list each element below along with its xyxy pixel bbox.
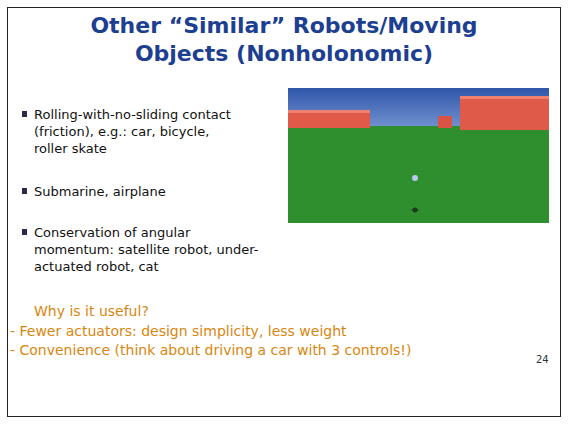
simulation-screenshot: [288, 88, 549, 223]
slide-title: Other “Similar” Robots/Moving Objects (N…: [54, 12, 514, 68]
bullet-text: Submarine, airplane: [34, 183, 264, 200]
bullet-text: Rolling-with-no-sliding contact (frictio…: [34, 106, 234, 157]
bullet-marker: [22, 188, 27, 194]
page-number: 24: [536, 354, 556, 366]
note-text: - Fewer actuators: design simplicity, le…: [10, 322, 550, 340]
bullet-marker: [22, 229, 27, 235]
note-text: - Convenience (think about driving a car…: [10, 341, 558, 359]
bullet-marker: [22, 111, 27, 117]
question-text: Why is it useful?: [34, 302, 334, 320]
bullet-text: Conservation of angular momentum: satell…: [34, 224, 274, 275]
